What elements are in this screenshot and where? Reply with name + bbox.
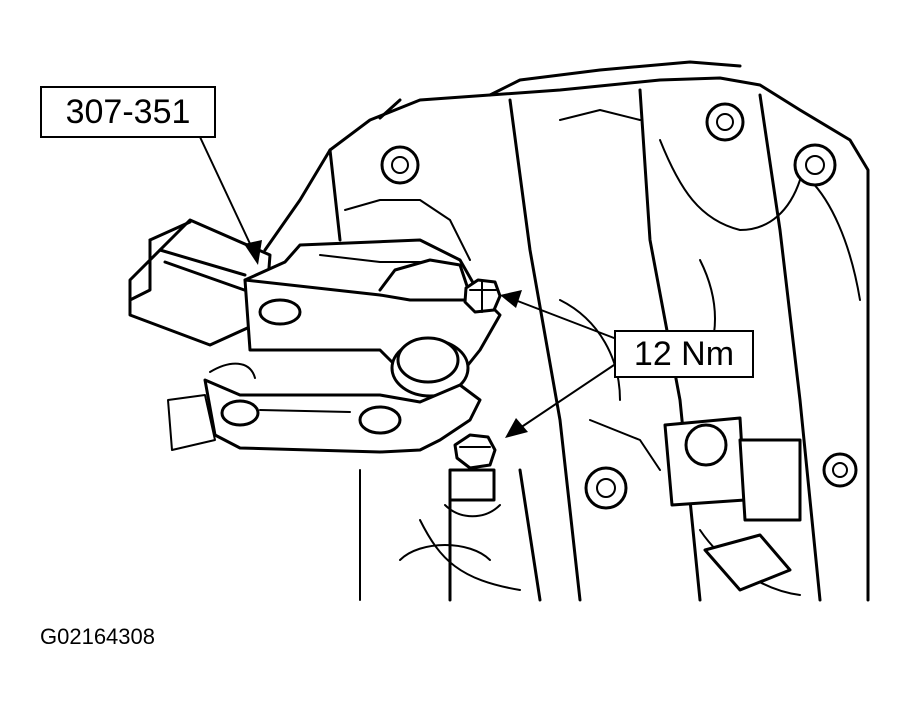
torque-spec-callout: 12 Nm: [614, 330, 754, 378]
lower-bolt: [444, 433, 501, 518]
tool-number-callout: 307-351: [40, 86, 216, 138]
transmission-housing: [263, 60, 870, 602]
leader-lines: [199, 136, 615, 438]
upper-bolt: [463, 278, 502, 314]
figure-id: G02164308: [40, 624, 155, 649]
range-sensor: [167, 238, 502, 454]
